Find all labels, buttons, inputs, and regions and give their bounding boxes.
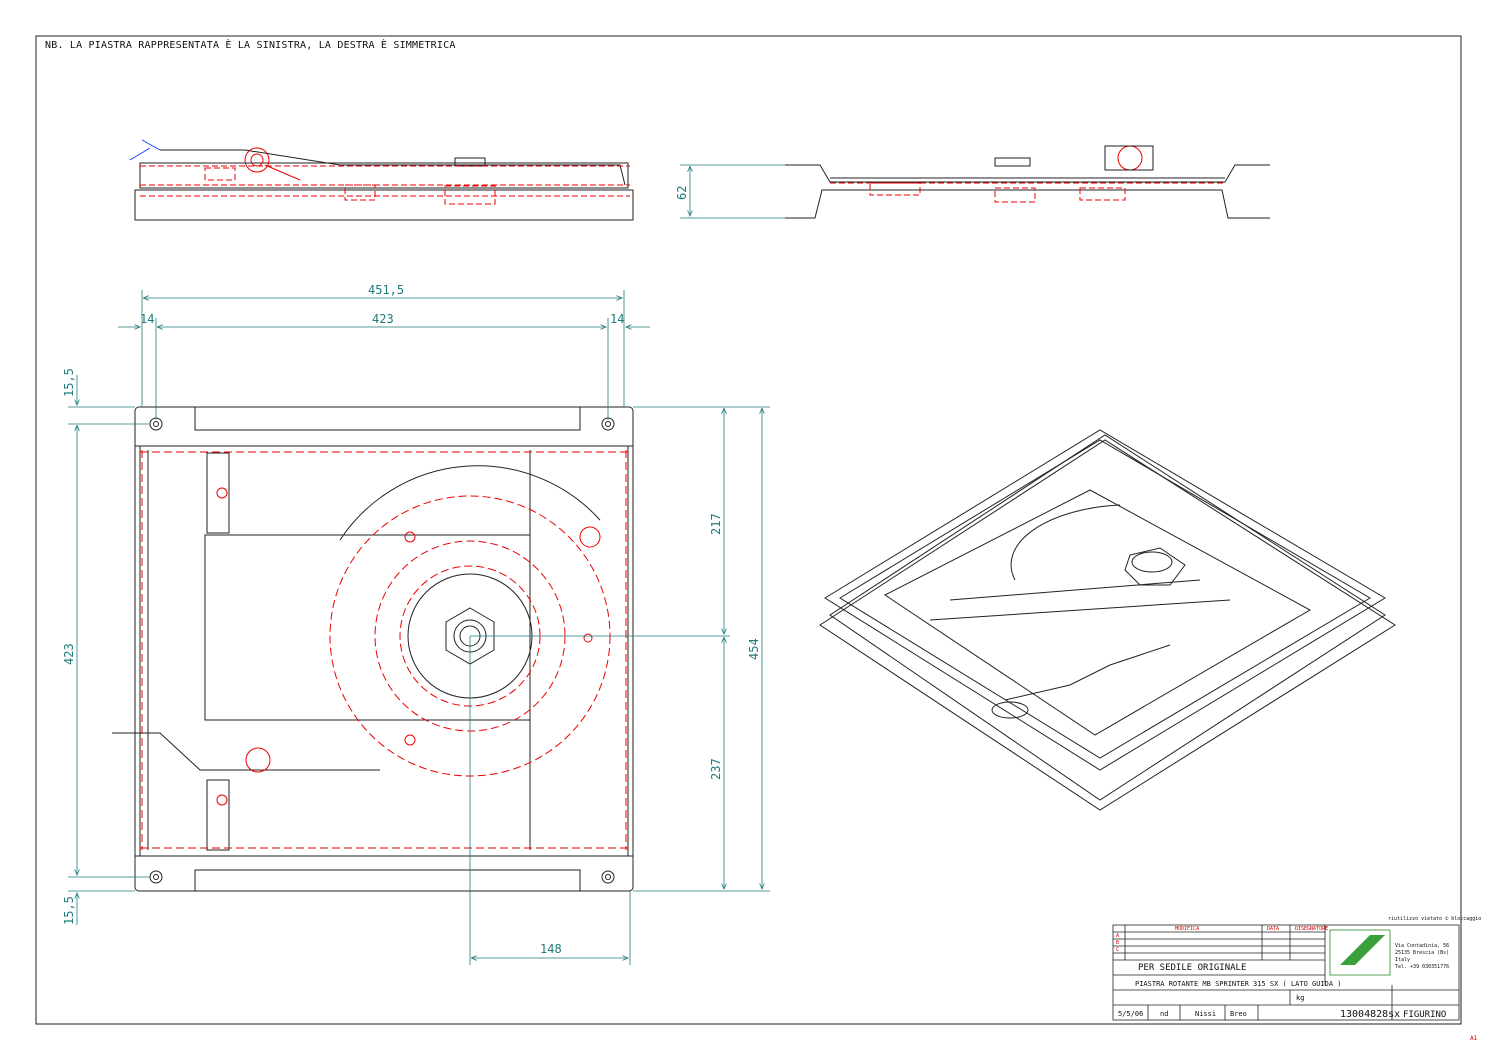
tb-description: PIASTRA ROTANTE MB SPRINTER 315 SX ( LAT… <box>1135 980 1342 988</box>
tb-drawn-by: Nissi <box>1195 1010 1216 1018</box>
tb-type: FIGURINO <box>1403 1010 1446 1020</box>
tb-scale: nd <box>1160 1010 1168 1018</box>
dim-hole-spacing-x-label: 423 <box>372 312 394 326</box>
sheet-size: A1 <box>1470 1035 1478 1042</box>
dim-bottom-offset-label: 15,5 <box>62 896 76 925</box>
tb-code: 13004828sx <box>1340 1009 1400 1020</box>
tb-header-disegnatore: DISEGNATORE <box>1295 926 1328 932</box>
dim-edge-left-label: 14 <box>140 312 154 326</box>
tb-country: Italy <box>1395 957 1410 963</box>
tb-header-data: DATA <box>1267 926 1279 932</box>
dim-overall-height-label: 454 <box>747 638 761 660</box>
tb-phone: Tel. +39 030351776 <box>1395 964 1449 970</box>
drawing-note: NB. LA PIASTRA RAPPRESENTATA È LA SINIST… <box>45 40 456 51</box>
title-block <box>1112 924 1460 1021</box>
dim-top-offset-label: 15,5 <box>62 368 76 397</box>
dim-upper-center-label: 217 <box>709 513 723 535</box>
center-lines <box>469 635 730 965</box>
dim-hole-spacing-y-label: 423 <box>62 643 76 665</box>
tb-use-label: PER SEDILE ORIGINALE <box>1138 963 1246 973</box>
isometric-view <box>819 429 1396 811</box>
dim-horizontal <box>118 290 650 965</box>
mount-holes <box>149 417 615 884</box>
dim-overall-width-label: 451,5 <box>368 283 404 297</box>
sheet-border <box>35 35 1462 1025</box>
tb-row-c: C <box>1116 947 1119 953</box>
side-view-right <box>785 145 1270 219</box>
tb-unit: kg <box>1296 994 1304 1002</box>
tb-row-a: A <box>1116 933 1119 939</box>
tb-header-modifica: MODIFICA <box>1175 926 1199 932</box>
dim-edge-right-label: 14 <box>610 312 624 326</box>
dim-side-height <box>680 164 785 219</box>
dim-side-height-label: 62 <box>675 186 689 200</box>
top-view-plate <box>112 406 634 892</box>
tb-checked-by: Breo <box>1230 1010 1247 1018</box>
tb-address2: 25135 Brescia (Bs) <box>1395 950 1449 956</box>
side-view-left <box>129 139 634 221</box>
top-view-hidden <box>140 450 628 850</box>
dim-vertical <box>68 375 770 925</box>
dim-center-right-label: 148 <box>540 942 562 956</box>
tb-date: 5/5/06 <box>1118 1010 1143 1018</box>
small-fasteners <box>216 487 601 806</box>
tb-header-small: riutilizzo vietato © bloccaggio <box>1388 916 1481 922</box>
tb-address1: Via Contadinia, 56 <box>1395 943 1449 949</box>
tb-row-b: B <box>1116 940 1119 946</box>
dim-center-lower-label: 237 <box>709 758 723 780</box>
